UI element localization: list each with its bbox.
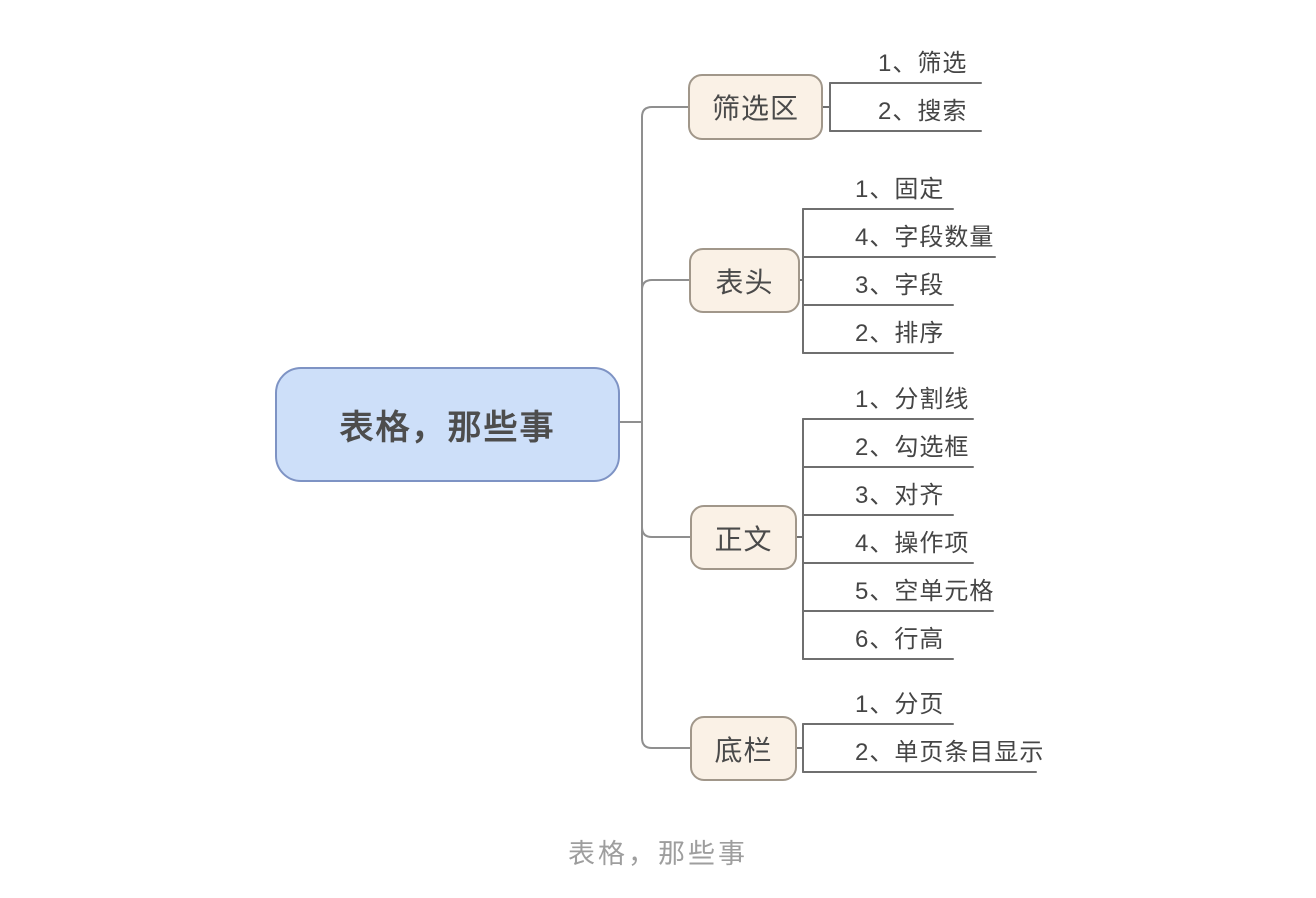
map-caption: 表格，那些事 [568,839,748,869]
bracket-filter-area [822,82,831,132]
subtopic-item[interactable]: 5、空单元格 [855,578,995,605]
branch-node-footer[interactable]: 底栏 [690,716,797,781]
branch-node-filter-area[interactable]: 筛选区 [688,74,823,140]
subtopic-item[interactable]: 4、操作项 [855,530,970,557]
branch-label: 底栏 [714,734,773,766]
branch-node-body[interactable]: 正文 [690,505,797,570]
subtopic-item[interactable]: 2、搜索 [878,98,968,125]
connector-branch-footer [641,737,691,749]
subtopic-item[interactable]: 3、对齐 [855,482,945,509]
connector-branch-filter-area [641,106,689,118]
subtopic-item[interactable]: 1、分割线 [855,386,970,413]
root-topic-label: 表格，那些事 [339,409,556,447]
subtopic-item[interactable]: 2、单页条目显示 [855,739,1045,766]
connector-branch-body [641,526,691,538]
subtopic-item[interactable]: 2、排序 [855,320,945,347]
branch-label: 筛选区 [711,93,799,124]
branch-label: 正文 [714,523,773,555]
subtopic-item[interactable]: 1、分页 [855,691,945,718]
subtopic-item[interactable]: 1、筛选 [878,50,968,77]
branch-node-table-header[interactable]: 表头 [689,248,800,313]
bracket-table-header [799,208,804,354]
subtopic-item[interactable]: 4、字段数量 [855,224,995,251]
subtopic-item[interactable]: 1、固定 [855,176,945,203]
bracket-body [796,418,804,660]
connector-branch-table-header [641,279,690,291]
subtopic-item[interactable]: 6、行高 [855,626,945,653]
bracket-footer [796,723,804,773]
subtopic-item[interactable]: 3、字段 [855,272,945,299]
root-topic-node[interactable]: 表格，那些事 [275,367,620,482]
subtopic-item[interactable]: 2、勾选框 [855,434,970,461]
branch-label: 表头 [715,266,774,298]
